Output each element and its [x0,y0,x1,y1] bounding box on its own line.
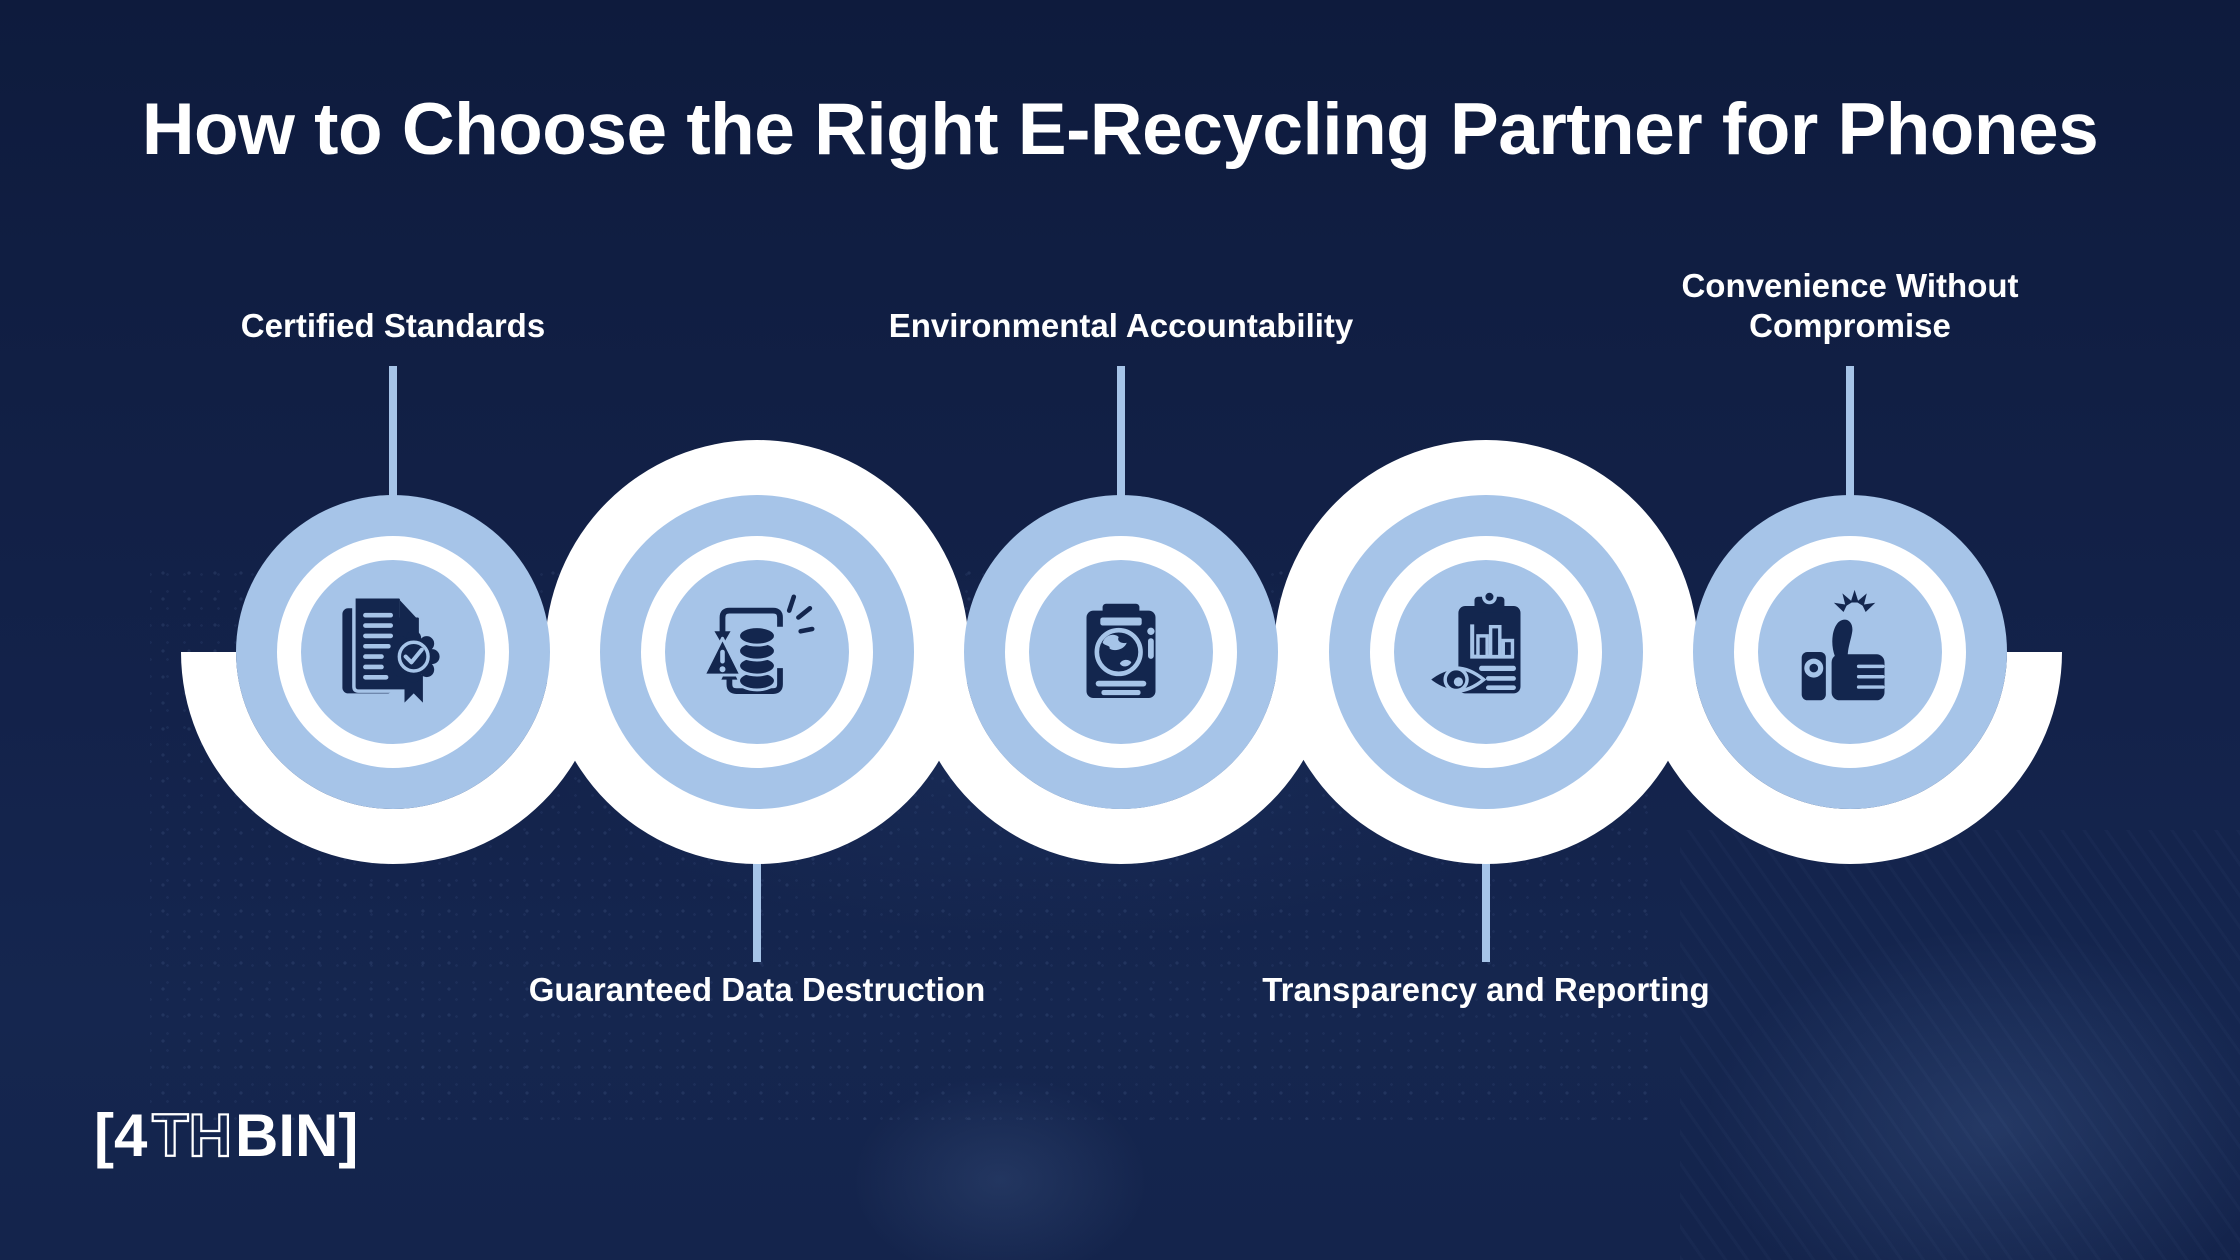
connector-item-2 [753,800,761,962]
badge-5 [1693,495,2007,809]
data-destruction-icon [702,594,815,694]
bottom-center-sparkle [790,1000,1210,1260]
clipboard-chart-eye-icon [1425,589,1521,694]
item-label-text: Guaranteed Data Destruction [528,971,986,1008]
connector-lines [389,366,1854,962]
thumbs-up-icon [1801,589,1885,701]
item-label-guaranteed-data-destruction: Guaranteed Data Destruction [477,970,1037,1010]
item-label-environmental-accountability: Environmental Accountability [841,262,1401,346]
page-title: How to Choose the Right E-Recycling Part… [141,89,2099,170]
connector-item-4 [1482,800,1490,962]
item-label-transparency-and-reporting: Transparency and Reporting [1206,970,1766,1010]
item-label-text: Certified Standards [240,307,546,344]
light-streaks [1680,830,2240,1260]
item-label-text: Environmental Accountability [888,307,1354,344]
bottom-right-glow [1500,790,2240,1260]
logo-outline: TH [152,1102,232,1169]
item-label-text: Convenience Without Compromise [1681,267,2019,344]
clipboard-globe-icon [1086,593,1156,698]
connector-item-1 [389,366,397,542]
item-label-certified-standards: Certified Standards [113,262,673,346]
brand-logo-4thbin: [4 TH BIN] [94,1101,358,1170]
logo-left: [4 [94,1102,148,1169]
item-label-convenience-without-compromise: Convenience Without Compromise [1640,248,2060,346]
item-label-text: Transparency and Reporting [1262,971,1710,1008]
connector-item-3 [1117,366,1125,542]
certificate-seal-icon [342,595,440,703]
connector-item-5 [1846,366,1854,542]
logo-right: BIN] [235,1102,358,1169]
